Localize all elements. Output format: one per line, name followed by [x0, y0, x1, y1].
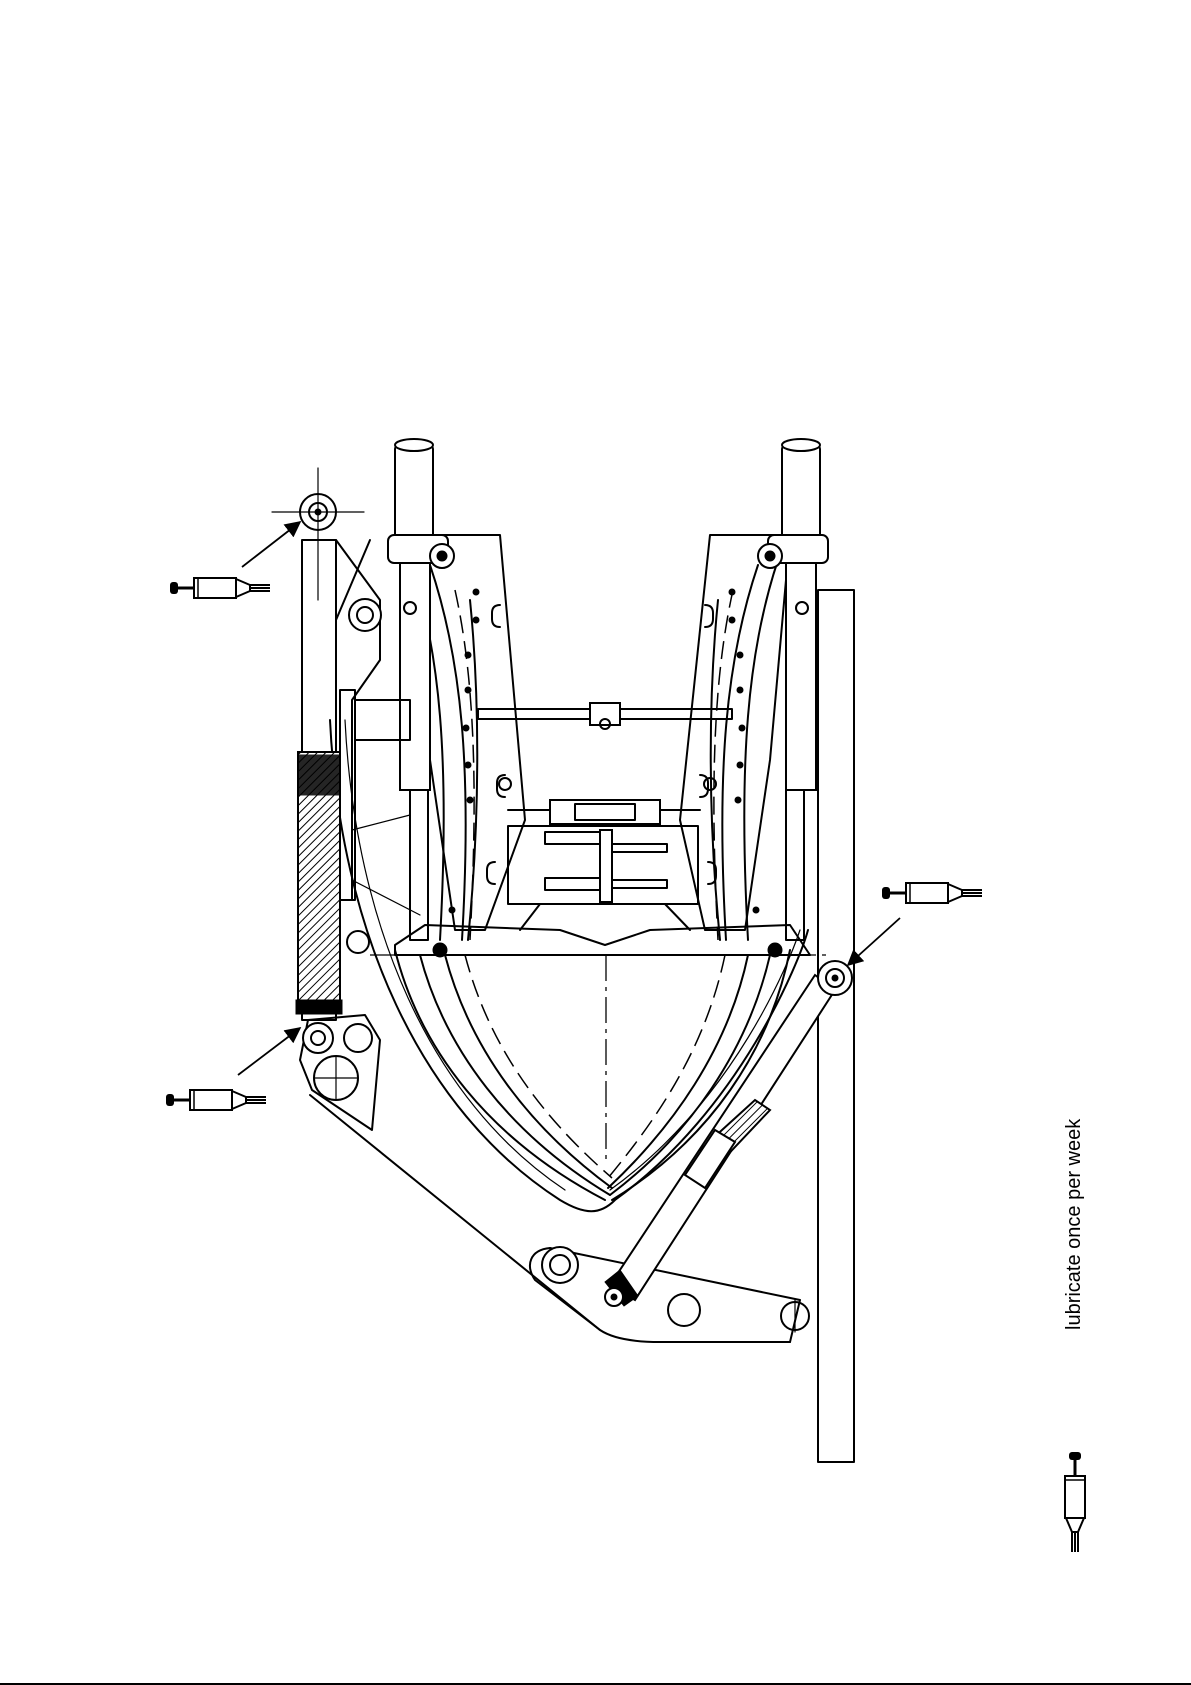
frame-beam	[818, 590, 854, 1462]
machine-body	[272, 439, 854, 1462]
lubrication-callout-right	[848, 883, 982, 965]
right-diagonal-cylinder	[605, 975, 835, 1306]
grease-gun-icon	[1065, 1452, 1085, 1552]
grease-gun-icon	[166, 1090, 266, 1110]
legend-text: lubricate once per week	[1063, 1118, 1085, 1330]
left-jaw-cylinder	[388, 439, 454, 957]
grease-gun-icon	[170, 578, 270, 598]
grease-gun-icon	[882, 883, 982, 903]
right-cylinder-pivot	[818, 961, 852, 995]
lubrication-callout-top-left	[170, 522, 300, 598]
lubrication-callout-lower-left	[166, 1028, 300, 1110]
legend: lubricate once per week	[1063, 1118, 1085, 1552]
center-cylinder-assembly	[508, 800, 700, 930]
lower-left-pivot-bracket	[300, 1015, 380, 1130]
right-side-plate	[680, 535, 790, 930]
